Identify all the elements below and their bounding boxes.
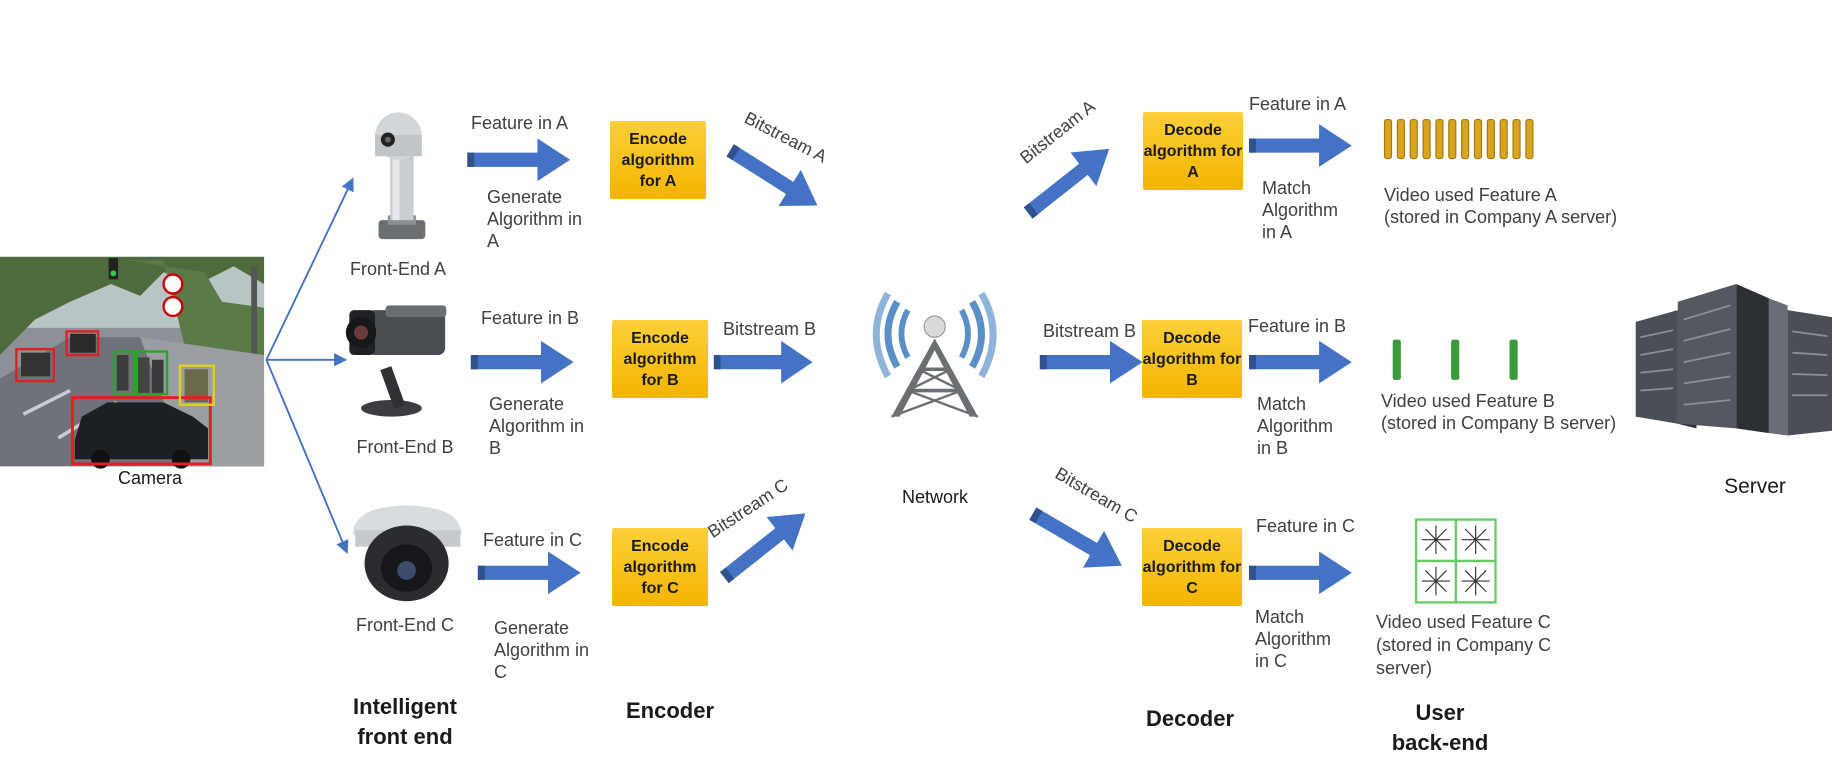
encoder-box-c: Encode algorithm for C [612,528,708,606]
section-user-line1: User [1415,700,1465,725]
feature-a-bars [1383,118,1534,160]
decoder-box-b-text: Decode algorithm for B [1142,329,1242,389]
network-label: Network [901,487,968,507]
video-label-b-line1: Video used Feature B [1381,391,1555,411]
encoder-box-a-text: Encode algorithm for A [621,130,695,190]
decoder-box-a-text: Decode algorithm for A [1143,121,1243,181]
section-user-back-end: User back-end [1370,698,1510,758]
decoded-feature-arrow-b [1248,340,1352,384]
feature-c-grid [1414,518,1497,604]
feature-label-c: Feature in C [483,530,583,550]
encoder-box-c-text: Encode algorithm for C [623,537,697,597]
encoder-box-a: Encode algorithm for A [610,121,706,199]
decoder-box-c-text: Decode algorithm for C [1142,537,1242,597]
feature-label-b: Feature in B [481,308,580,328]
generate-label-a: Generate Algorithm in A [487,187,583,251]
antenna-tower-icon [872,291,997,418]
section-decoder: Decoder [1145,706,1235,731]
front-end-c-label: Front-End C [355,615,455,635]
feature-arrow-b [470,340,574,384]
bitstream-label-c-in: Bitstream C [1052,463,1141,527]
decoded-feature-arrow-c [1248,551,1352,595]
match-label-a: Match Algorithm in A [1262,178,1339,242]
section-front-end: Intelligent front end [330,692,480,752]
decoded-feature-arrow-a [1248,124,1352,167]
section-encoder: Encoder [625,698,715,723]
section-user-line2: back-end [1391,730,1489,755]
dome-camera-icon [352,505,462,602]
server-label: Server [1724,475,1786,498]
video-label-a-line2: (stored in Company A server) [1384,207,1618,227]
ptz-camera-icon [375,112,426,240]
server-rack-icon [1635,284,1832,436]
match-label-c: Match Algorithm in C [1255,607,1332,671]
video-label-a-line1: Video used Feature A [1384,185,1557,205]
camera-label: Camera [117,468,183,488]
video-label-b-line2: (stored in Company B server) [1381,413,1617,433]
decoded-feature-label-a: Feature in A [1249,94,1347,114]
feature-arrow-c [477,551,581,595]
video-label-c-line3: server) [1376,658,1433,678]
generate-label-c: Generate Algorithm in C [494,618,590,682]
bitstream-label-b-in: Bitstream B [1043,321,1137,341]
fanout-arrows [265,177,354,554]
feature-label-a: Feature in A [471,113,569,133]
front-end-a-label: Front-End A [349,259,447,279]
video-label-c-line1: Video used Feature C [1376,612,1551,632]
bitstream-arrow-in-b [1039,340,1143,384]
bitstream-arrow-b [713,340,813,384]
decoded-feature-label-b: Feature in B [1248,316,1347,336]
match-label-b: Match Algorithm in B [1257,394,1334,458]
decoder-box-b: Decode algorithm for B [1142,320,1242,398]
front-end-b-label: Front-End B [356,437,454,457]
feature-arrow-a [467,138,571,182]
video-label-c-line2: (stored in Company C [1376,635,1552,655]
bullet-camera-icon [345,305,447,417]
decoder-box-c: Decode algorithm for C [1142,528,1242,606]
generate-label-b: Generate Algorithm in B [489,394,585,458]
bitstream-label-b-out: Bitstream B [723,319,817,339]
encoder-box-b: Encode algorithm for B [612,320,708,398]
decoder-box-a: Decode algorithm for A [1143,112,1243,190]
section-front-end-line2: front end [357,724,453,749]
decoded-feature-label-c: Feature in C [1256,516,1356,536]
encoder-box-b-text: Encode algorithm for B [623,329,697,389]
section-front-end-line1: Intelligent [353,694,457,719]
street-scene-image [0,256,265,469]
feature-b-bars [1392,339,1518,380]
